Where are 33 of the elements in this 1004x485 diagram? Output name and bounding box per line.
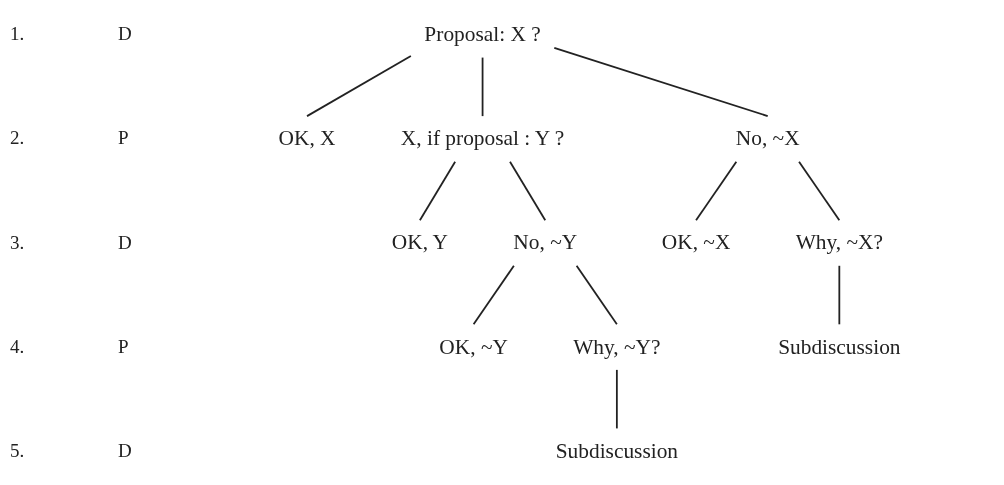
row-number: 2. bbox=[10, 127, 25, 150]
connector bbox=[553, 46, 770, 117]
node-text: Why, ~X? bbox=[796, 229, 884, 254]
node-text: Subdiscussion bbox=[556, 438, 679, 462]
connector bbox=[838, 264, 841, 325]
node-text: OK, Y bbox=[392, 229, 449, 254]
role-letter: P bbox=[118, 335, 129, 358]
row-number: 5. bbox=[10, 439, 25, 462]
connector bbox=[509, 160, 547, 221]
node-text: X, if proposal : Y ? bbox=[401, 125, 565, 150]
connector bbox=[473, 264, 516, 325]
node-text: Why, ~Y? bbox=[573, 333, 662, 358]
connector bbox=[419, 160, 457, 221]
connector bbox=[695, 160, 738, 221]
row-number: 1. bbox=[10, 23, 25, 46]
connector bbox=[798, 160, 841, 221]
node-text: OK, ~X bbox=[662, 229, 731, 254]
node-text: No, ~Y bbox=[513, 229, 578, 254]
connector bbox=[306, 54, 413, 117]
node-text: No, ~X bbox=[736, 125, 801, 150]
node-text: OK, X bbox=[278, 125, 337, 150]
node-text: Subdiscussion bbox=[778, 333, 902, 358]
role-letter: D bbox=[118, 23, 132, 46]
row-number: 3. bbox=[10, 231, 25, 254]
connector bbox=[616, 368, 619, 429]
connector bbox=[576, 264, 619, 325]
role-letter: D bbox=[118, 231, 132, 254]
role-letter: P bbox=[118, 127, 129, 150]
connector bbox=[482, 56, 484, 117]
node-text: OK, ~Y bbox=[439, 333, 509, 358]
row-number: 4. bbox=[10, 335, 25, 358]
node-text: Proposal: X ? bbox=[424, 21, 542, 46]
role-letter: D bbox=[118, 439, 132, 462]
